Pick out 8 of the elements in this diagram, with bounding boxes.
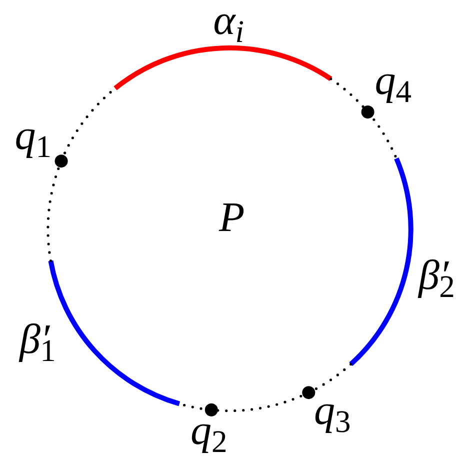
arc-label: α$_{i}$ [213,8,244,46]
point-label: q$_{3}$ [314,399,351,436]
point-label: q$_{2}$ [190,419,228,456]
arc-label: β′$_{1}$ [19,318,56,361]
region-label: P [218,197,245,240]
point-label: q$_{1}$ [14,124,52,161]
arc-label: β′$_{2}$ [418,254,455,297]
point-label: q$_{4}$ [374,68,412,106]
